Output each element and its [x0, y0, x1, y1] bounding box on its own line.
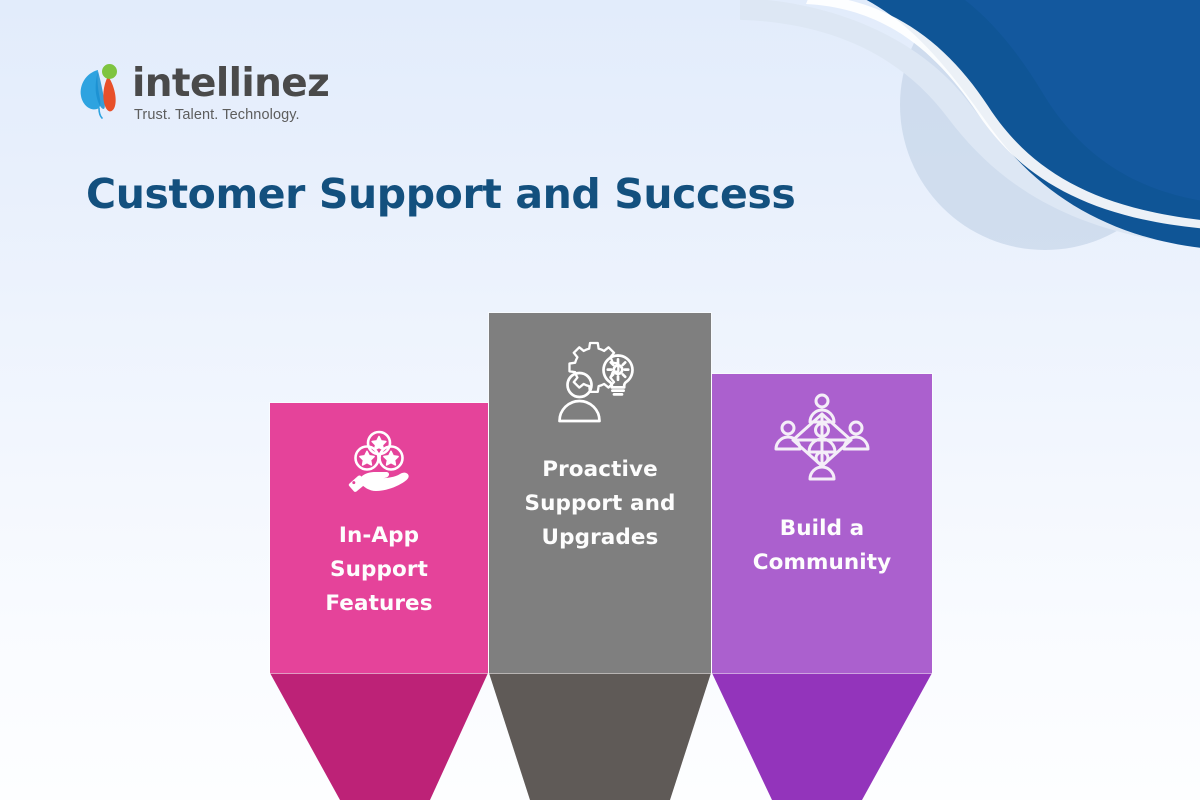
pillar-label-line: In-App [338, 523, 420, 548]
hand-holding-star-coins-icon [348, 430, 409, 492]
brand-logo: intellinez Trust. Talent. Technology. [78, 61, 330, 124]
pillar-label-line: Build a [779, 516, 865, 541]
pillar-label-line: Support and [524, 491, 676, 516]
people-network-community-icon [774, 393, 870, 481]
decorative-swoosh [740, 0, 1200, 250]
pillar-build-a-community[interactable]: Build a Community [712, 374, 932, 673]
brand-name: intellinez [132, 61, 330, 106]
pillar-label-line: Features [325, 591, 433, 616]
pillar-label-line: Upgrades [541, 525, 659, 550]
intellinez-leaf-logo-icon [80, 64, 117, 119]
pillar-shadow-proactive [489, 673, 711, 800]
pillar-proactive-support-and-upgrades[interactable]: Proactive Support and Upgrades [489, 313, 711, 673]
pillar-shadow-in-app [270, 673, 488, 800]
swoosh-thin-ribbon [740, 0, 1200, 247]
pillar-label-proactive: Proactive Support and Upgrades [514, 453, 685, 555]
icon-wrap-proactive [489, 313, 711, 427]
pillar-in-app-support-features[interactable]: In-App Support Features [270, 403, 488, 673]
brand-tagline: Trust. Talent. Technology. [134, 107, 300, 123]
person-gear-lightbulb-icon [558, 341, 634, 423]
swoosh-wave-lower [866, 0, 1200, 248]
pillar-shadows [270, 673, 932, 800]
brand-wordmark: intellinez Trust. Talent. Technology. [132, 61, 330, 124]
pillar-label-community: Build a Community [743, 512, 902, 580]
pillar-label-in-app: In-App Support Features [315, 519, 442, 621]
swoosh-wave-upper [921, 0, 1200, 203]
icon-wrap-in-app [270, 403, 488, 497]
pillar-label-line: Community [752, 550, 892, 575]
pillar-label-line: Support [330, 557, 428, 582]
icon-wrap-community [712, 374, 932, 488]
pillar-shadow-community [712, 673, 932, 800]
light-blue-circle [900, 0, 1190, 250]
pillar-label-line: Proactive [542, 457, 658, 482]
swoosh-white-sliver [806, 0, 1200, 229]
page-title: Customer Support and Success [86, 170, 796, 218]
